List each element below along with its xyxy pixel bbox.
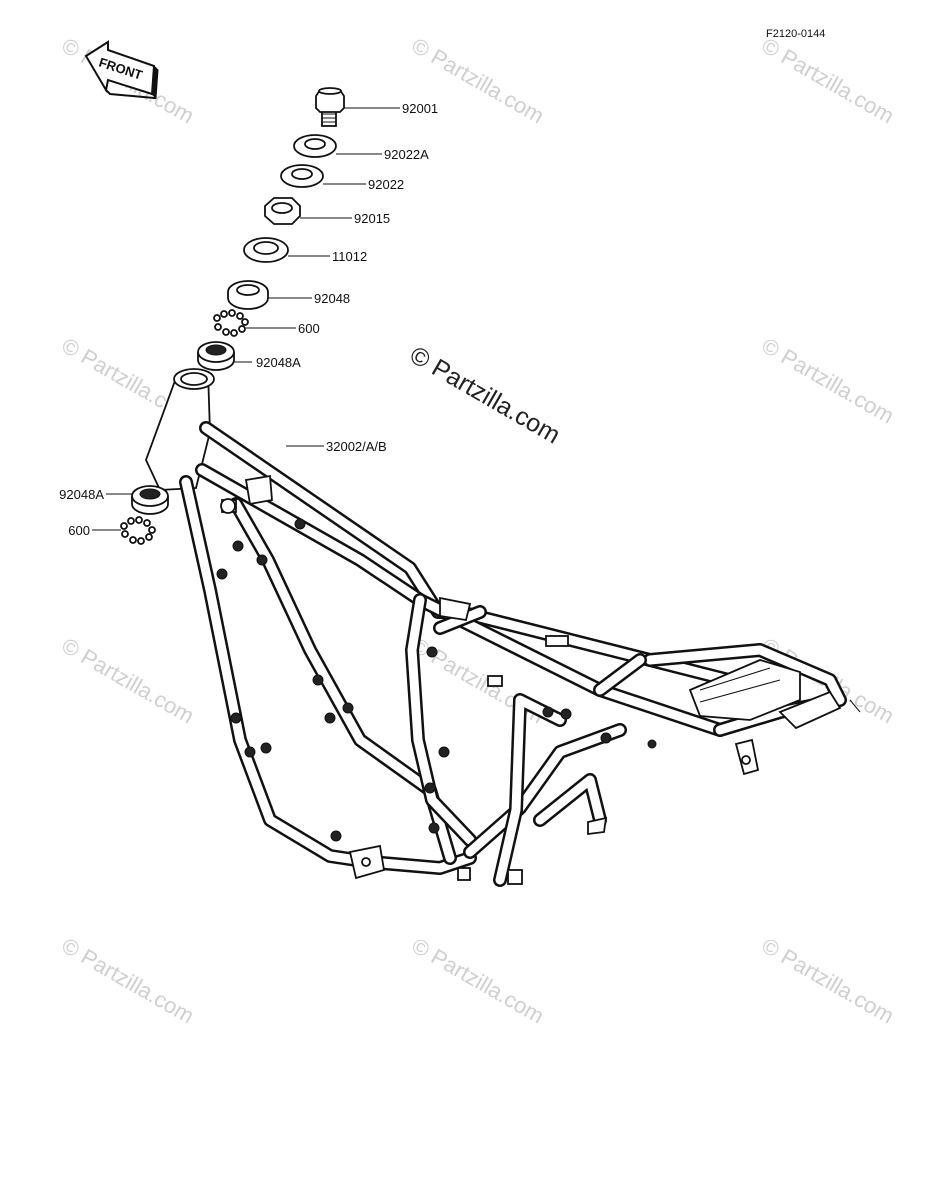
part-600-balls-bottom: [120, 516, 156, 545]
callout-92048A-top: 92048A: [256, 355, 301, 370]
watermark-9: © Partzilla.com: [58, 933, 199, 1029]
callout-32002: 32002/A/B: [326, 439, 387, 454]
callout-600-left: 600: [68, 523, 90, 538]
part-92048A-race-bottom: [131, 485, 169, 515]
callout-labels: 92001 92022A 92022 92015 11012 92048 600…: [59, 101, 438, 538]
callout-92015: 92015: [354, 211, 390, 226]
watermark-6: © Partzilla.com: [58, 633, 199, 729]
front-arrow-icon: FRONT: [84, 40, 159, 100]
watermark-11: © Partzilla.com: [758, 933, 899, 1029]
part-92048-race: [227, 280, 269, 310]
watermark-layer: © Partzilla.com © Partzilla.com © Partzi…: [58, 33, 899, 1029]
callout-92022A: 92022A: [384, 147, 429, 162]
watermark-10: © Partzilla.com: [408, 933, 549, 1029]
center-watermark: © Partzilla.com: [405, 341, 565, 449]
leader-lines: [92, 107, 400, 531]
callout-92022: 92022: [368, 177, 404, 192]
callout-92048: 92048: [314, 291, 350, 306]
frame-32002: [145, 368, 861, 887]
part-92048A-race-top: [197, 341, 235, 371]
part-11012-cap: [243, 237, 289, 263]
callout-92048A-left: 92048A: [59, 487, 104, 502]
part-600-balls-top: [213, 309, 249, 337]
callout-92001: 92001: [402, 101, 438, 116]
watermark-5: © Partzilla.com: [758, 333, 899, 429]
part-92022A-washer: [293, 134, 337, 158]
callout-600-top: 600: [298, 321, 320, 336]
part-92022-washer: [280, 164, 324, 188]
callout-11012: 11012: [332, 249, 367, 264]
part-92001-bolt: [315, 87, 345, 127]
watermark-3: © Partzilla.com: [758, 33, 899, 129]
part-92015-nut: [264, 197, 301, 225]
diagram-code: F2120-0144: [766, 28, 825, 40]
